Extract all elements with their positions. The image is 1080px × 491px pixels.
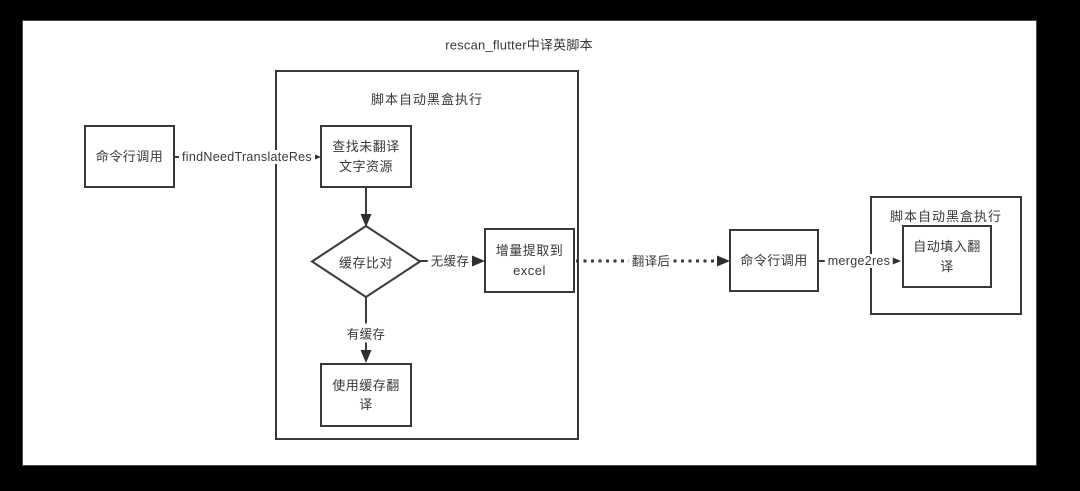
node-cmd-call-right: 命令行调用 xyxy=(729,229,819,292)
diagram-title: rescan_flutter中译英脚本 xyxy=(445,37,593,53)
node-cache-compare: 缓存比对 xyxy=(338,255,394,271)
edge-label-has-cache: 有缓存 xyxy=(343,323,389,343)
edge-label-findneedtranslateres: findNeedTranslateRes xyxy=(179,150,315,164)
edge-label-no-cache: 无缓存 xyxy=(427,250,473,270)
edge-label-after-translation: 翻译后 xyxy=(628,250,674,270)
container-script-blackbox-left: 脚本自动黑盒执行 xyxy=(275,70,579,440)
container-label: 脚本自动黑盒执行 xyxy=(370,92,483,107)
node-find-untranslated-text: 查找未翻译文字资源 xyxy=(320,125,412,188)
node-use-cached-translation: 使用缓存翻译 xyxy=(320,363,412,427)
node-cmd-call-left: 命令行调用 xyxy=(84,125,175,188)
node-extract-to-excel: 增量提取到excel xyxy=(484,228,575,293)
container-label: 脚本自动黑盒执行 xyxy=(889,209,1002,224)
node-auto-fill-translation: 自动填入翻译 xyxy=(902,225,992,288)
edge-label-merge2res: merge2res xyxy=(824,254,894,268)
